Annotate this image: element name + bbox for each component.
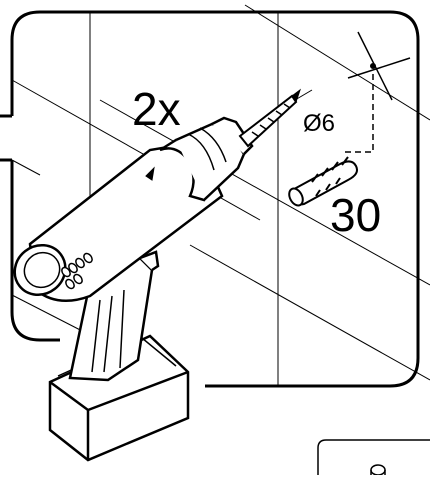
drill-depth-label: 30 bbox=[330, 189, 382, 241]
wall-perspective-lines bbox=[11, 4, 430, 385]
drill-bit-size-label: Ø6 bbox=[303, 110, 336, 137]
wall-plug-icon bbox=[288, 156, 358, 207]
crosshair-mark-icon bbox=[347, 31, 411, 101]
next-panel-corner bbox=[317, 439, 430, 476]
drill-icon bbox=[13, 116, 254, 462]
panel-frame bbox=[10, 10, 420, 388]
leader-line bbox=[342, 74, 374, 153]
panel-frame-lower bbox=[10, 160, 60, 342]
quantity-label: 2x bbox=[132, 83, 181, 135]
callout-bracket bbox=[0, 114, 12, 162]
drill-bit-icon bbox=[238, 88, 301, 148]
